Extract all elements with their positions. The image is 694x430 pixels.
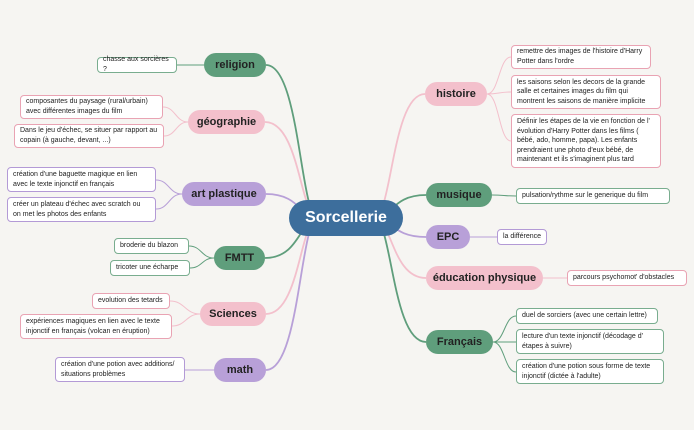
branch-musique[interactable]: musique <box>426 183 492 207</box>
leaf-art-plastique-1[interactable]: création d'une baguette magique en lien … <box>7 167 156 192</box>
leaf-histoire-3[interactable]: Définir les étapes de la vie en fonction… <box>511 114 661 168</box>
leaf-connector-fmtt-1 <box>188 245 215 259</box>
leaf-connector-sciences-1 <box>169 300 201 315</box>
branch-francais[interactable]: Français <box>426 330 493 354</box>
branch-epc[interactable]: EPC <box>426 225 470 249</box>
leaf-math-1[interactable]: création d'une potion avec additions/ si… <box>55 357 185 382</box>
leaf-geographie-2[interactable]: Dans le jeu d'échec, se situer par rappo… <box>14 124 164 148</box>
branch-religion[interactable]: religion <box>204 53 266 77</box>
leaf-religion-1[interactable]: chasse aux sorcières ? <box>97 56 177 73</box>
branch-math[interactable]: math <box>214 358 266 382</box>
leaf-musique-1[interactable]: pulsation/rythme sur le generique du fil… <box>516 188 670 204</box>
leaf-connector-art-plastique-2 <box>155 193 183 210</box>
central-topic[interactable]: Sorcellerie <box>289 200 403 236</box>
leaf-francais-2[interactable]: lecture d'un texte injonctif (décodage d… <box>516 329 664 354</box>
leaf-connector-histoire-1 <box>486 56 512 95</box>
leaf-fmtt-2[interactable]: tricoter une écharpe <box>110 260 190 276</box>
connector-math <box>265 217 319 371</box>
leaf-connector-histoire-2 <box>486 91 512 95</box>
leaf-epc-1[interactable]: la différence <box>497 229 547 245</box>
leaf-connector-geographie-2 <box>163 121 189 137</box>
leaf-francais-1[interactable]: duel de sorciers (avec une certain lettr… <box>516 308 658 324</box>
leaf-connector-musique-1 <box>491 194 517 197</box>
leaf-sciences-1[interactable]: evolution des tetards <box>92 293 170 309</box>
branch-histoire[interactable]: histoire <box>425 82 487 106</box>
leaf-art-plastique-2[interactable]: créer un plateau d'échec avec scratch ou… <box>7 197 156 222</box>
leaf-connector-francais-3 <box>492 341 517 373</box>
leaf-connector-geographie-1 <box>162 106 189 123</box>
leaf-fmtt-1[interactable]: broderie du blazon <box>114 238 189 254</box>
leaf-connector-sciences-2 <box>171 313 201 327</box>
leaf-connector-francais-1 <box>492 315 517 343</box>
leaf-histoire-2[interactable]: les saisons selon les decors de la grand… <box>511 75 661 109</box>
branch-art-plastique[interactable]: art plastique <box>182 182 266 206</box>
leaf-sciences-2[interactable]: expériences magiques en lien avec le tex… <box>20 314 172 339</box>
leaf-connector-art-plastique-1 <box>155 179 183 195</box>
leaf-connector-fmtt-2 <box>189 257 215 269</box>
leaf-connector-histoire-3 <box>486 93 512 142</box>
leaf-francais-3[interactable]: création d'une potion sous forme de text… <box>516 359 664 384</box>
branch-fmtt[interactable]: FMTT <box>214 246 265 270</box>
leaf-histoire-1[interactable]: remettre des images de l'histoire d'Harr… <box>511 45 651 69</box>
branch-sciences[interactable]: Sciences <box>200 302 266 326</box>
branch-education-physique[interactable]: éducation physique <box>426 266 543 290</box>
leaf-education-physique-1[interactable]: parcours psychomot' d'obstacles <box>567 270 687 286</box>
leaf-geographie-1[interactable]: composantes du paysage (rural/urbain) av… <box>20 95 163 119</box>
branch-geographie[interactable]: géographie <box>188 110 265 134</box>
